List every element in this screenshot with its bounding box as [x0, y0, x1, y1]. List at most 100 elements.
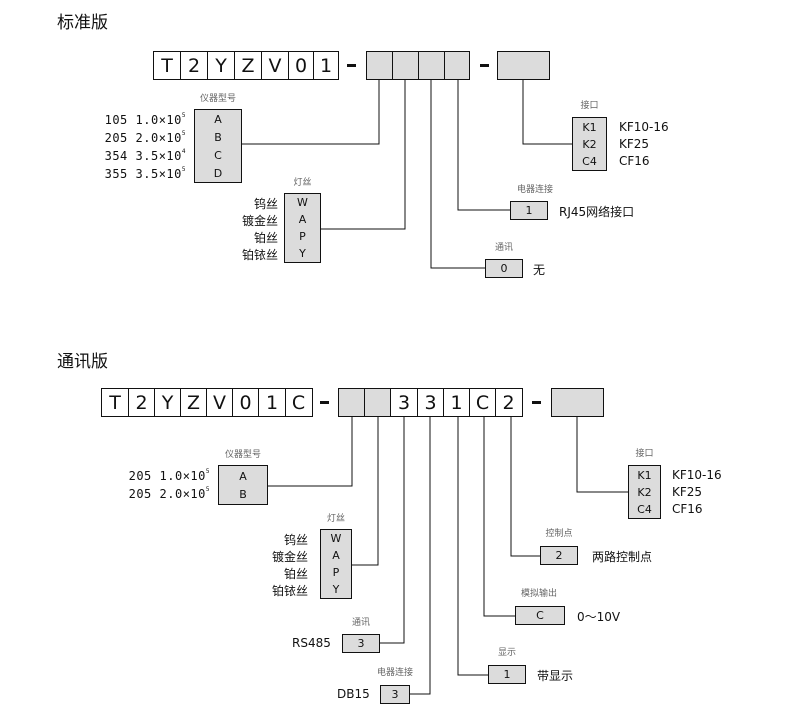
analog-code-box: C [515, 606, 565, 625]
model-option: 205 2.0×105 [104, 130, 186, 145]
model-option: 205 1.0×105 [128, 468, 210, 483]
standard-section-title: 标准版 [57, 13, 108, 32]
analog-group-label: 模拟输出 [520, 589, 557, 599]
comm-code-box: 3 [342, 634, 380, 653]
filament-code: P [332, 566, 340, 579]
code-char: 1 [319, 54, 333, 77]
control-group-label: 控制点 [545, 529, 573, 539]
port-group-label: 接口 [580, 101, 599, 111]
model-group-label: 仪器型号 [199, 94, 236, 104]
model-code: C [214, 149, 222, 162]
comm-code-box-main: T 2 Y Z V 0 1 C [101, 388, 313, 417]
display-group-label: 显示 [497, 648, 516, 658]
code-char: C [475, 391, 490, 414]
filament-option: 钨丝 [253, 197, 278, 211]
code-char: 0 [294, 54, 308, 77]
code-char: 0 [239, 391, 252, 414]
model-code: A [214, 113, 222, 126]
model-code: B [214, 131, 222, 144]
filament-code: W [297, 196, 308, 209]
code-char: 1 [265, 391, 279, 414]
code-char: 2 [502, 391, 515, 414]
connector-desc: RJ45网络接口 [559, 205, 635, 219]
standard-option-slots [366, 51, 470, 80]
filament-code: P [299, 230, 306, 243]
port-code-box: K1 K2 C4 [628, 465, 661, 519]
model-option: 105 1.0×105 [104, 112, 186, 127]
model-option: 205 2.0×105 [128, 486, 210, 501]
port-group-label: 接口 [635, 449, 654, 459]
comm-fixed-chars: 3 3 1 C 2 [391, 388, 523, 417]
code-char: 3 [397, 391, 411, 414]
comm-group-label: 通讯 [494, 243, 513, 253]
port-code: K2 [582, 138, 597, 151]
comm-code-box: 0 [485, 259, 523, 278]
code-char: 2 [135, 391, 148, 414]
code-char: V [268, 54, 282, 77]
comm-section-title: 通讯版 [57, 352, 108, 371]
comm-desc: 无 [533, 263, 546, 277]
display-desc: 带显示 [537, 669, 574, 683]
code-dash [347, 64, 356, 67]
connector-group-label: 电器连接 [516, 185, 553, 195]
code-char: V [213, 391, 226, 414]
port-option: CF16 [619, 154, 650, 168]
filament-group-label: 灯丝 [293, 178, 312, 188]
filament-option: 钨丝 [283, 533, 308, 547]
code-char: T [109, 391, 121, 414]
model-code: D [213, 167, 223, 180]
code-char: Z [186, 391, 201, 414]
port-code: C4 [582, 155, 597, 168]
port-option: KF25 [619, 137, 650, 151]
model-code: B [239, 488, 247, 501]
filament-option: 铂丝 [283, 567, 308, 581]
code-char: C [291, 391, 306, 414]
port-option: KF10-16 [672, 468, 722, 482]
code-char: 3 [424, 391, 437, 414]
standard-code-box: T 2 Y Z V 0 1 [153, 51, 339, 80]
code-dash [320, 401, 329, 404]
code-char: T [161, 54, 173, 77]
filament-option: 铂铱丝 [271, 584, 308, 598]
port-code: K2 [637, 486, 652, 499]
model-option: 354 3.5×104 [104, 148, 186, 163]
connector-prefix: DB15 [337, 687, 370, 701]
filament-group-label: 灯丝 [326, 514, 345, 524]
port-code: K1 [582, 121, 597, 134]
standard-port-slot [497, 51, 550, 80]
model-code: A [239, 470, 247, 483]
filament-option: 镀金丝 [271, 550, 308, 564]
filament-code-box: W A P Y [320, 529, 352, 599]
port-option: CF16 [672, 502, 703, 516]
connector-code-box: 1 [510, 201, 548, 220]
code-dash [532, 401, 541, 404]
comm-port-slot [551, 388, 604, 417]
model-code-box: A B C D [194, 109, 242, 183]
filament-code-box: W A P Y [284, 193, 321, 263]
port-code-box: K1 K2 C4 [572, 117, 607, 171]
code-dash [480, 64, 489, 67]
comm-option-slots [338, 388, 391, 417]
control-code-box: 2 [540, 546, 578, 565]
code-char: Z [241, 54, 255, 77]
analog-desc: 0～10V [577, 610, 621, 624]
port-option: KF25 [672, 485, 703, 499]
connector-group-label: 电器连接 [376, 668, 413, 678]
model-group-label: 仪器型号 [224, 450, 261, 460]
filament-code: A [332, 549, 340, 562]
filament-code: A [298, 213, 307, 226]
model-option: 355 3.5×105 [104, 166, 186, 181]
filament-option: 铂丝 [253, 231, 278, 245]
filament-code: Y [332, 583, 340, 596]
control-desc: 两路控制点 [592, 550, 653, 564]
comm-group-label: 通讯 [351, 618, 370, 628]
code-char: Y [161, 391, 174, 414]
model-code-box: A B [218, 465, 268, 505]
comm-prefix: RS485 [292, 636, 331, 650]
code-char: Y [215, 54, 227, 77]
port-option: KF10-16 [619, 120, 669, 134]
filament-code: Y [299, 247, 306, 260]
port-code: C4 [637, 503, 652, 516]
display-code-box: 1 [488, 665, 526, 684]
